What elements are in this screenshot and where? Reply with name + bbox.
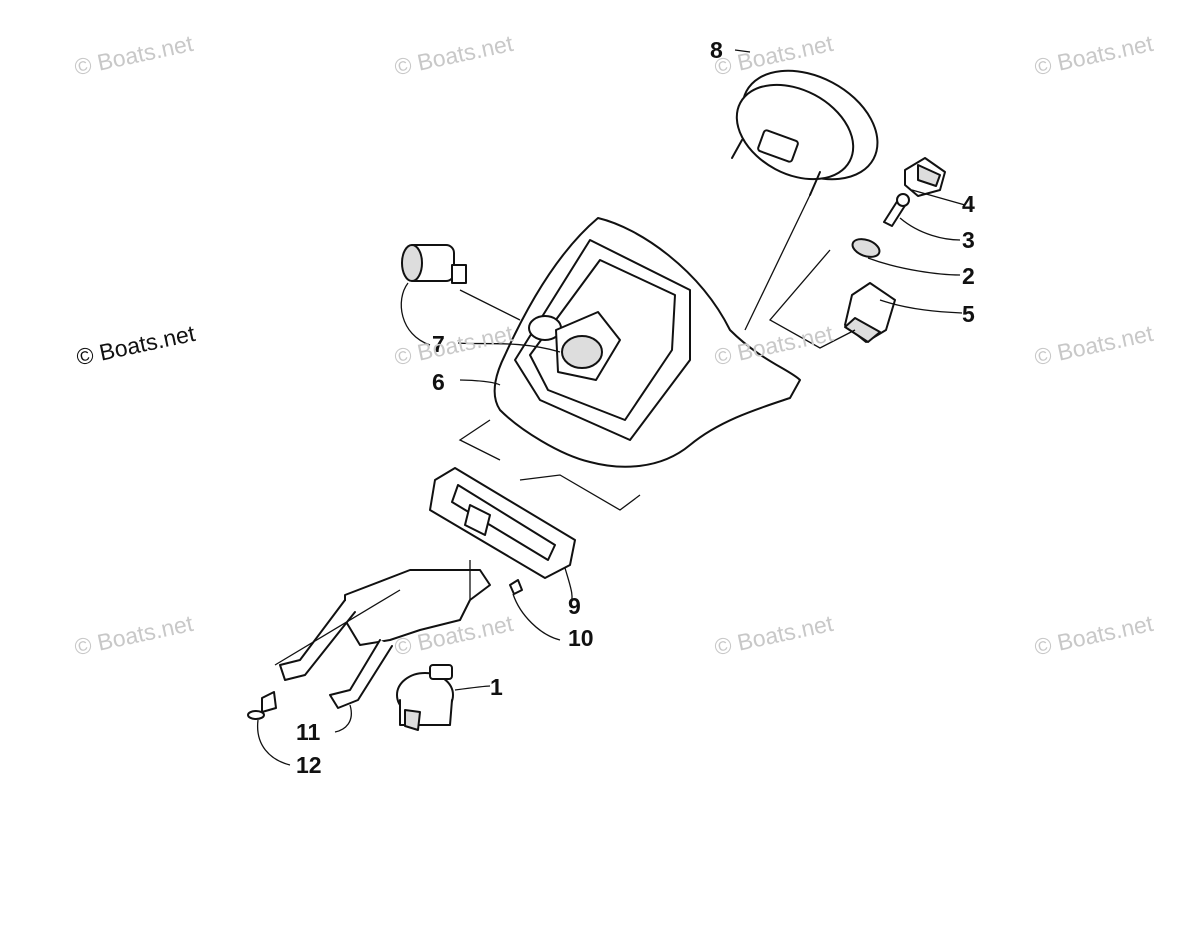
callout-8: 8 (710, 37, 723, 63)
callout-2: 2 (962, 263, 975, 289)
callout-1: 1 (490, 674, 503, 700)
callout-7: 7 (432, 331, 445, 357)
callout-4: 4 (962, 191, 975, 217)
leader-lines (256, 49, 966, 766)
callout-6: 6 (432, 369, 445, 395)
callout-3: 3 (962, 227, 975, 253)
part-12-rivet (247, 691, 277, 720)
callout-10: 10 (568, 625, 594, 651)
part-6-console (493, 217, 801, 468)
part-9-bezel (429, 467, 576, 579)
callout-5: 5 (962, 301, 975, 327)
part-3-key (883, 193, 910, 227)
part-5-rocker-switch (844, 282, 896, 343)
callout-12: 12 (296, 752, 322, 778)
part-10-clip (509, 579, 523, 595)
part-2-washer (851, 238, 881, 258)
part-4-switch (904, 157, 946, 197)
callout-11: 11 (296, 719, 321, 745)
callout-9: 9 (568, 593, 581, 619)
part-1-ignition (396, 664, 454, 731)
part-7-outlet (401, 244, 467, 284)
part-8-gauge (731, 69, 879, 196)
